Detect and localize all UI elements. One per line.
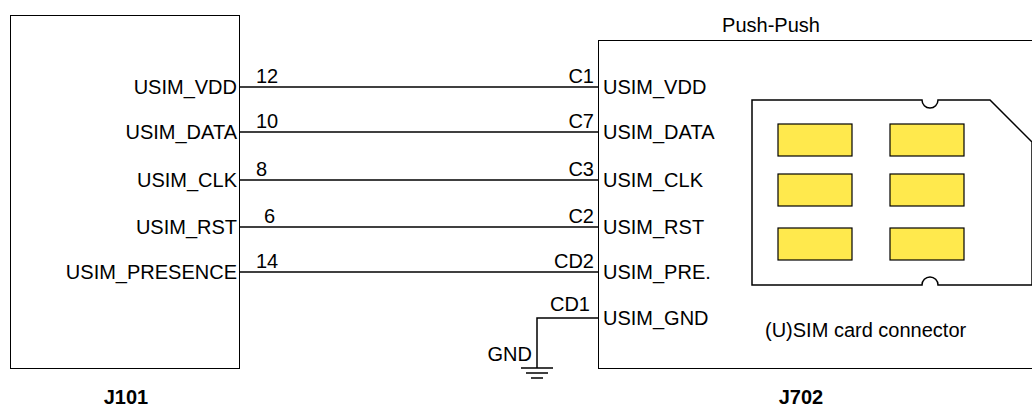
signal-name: USIM_RST [136,215,237,239]
pin-number: C2 [568,204,594,228]
pin-number: 12 [256,64,278,88]
signal-name: USIM_VDD [603,75,706,99]
pin-number: C3 [568,157,594,181]
sim-contact-pads [778,124,964,260]
pin-number: C7 [568,109,594,133]
signal-name: USIM_RST [603,215,704,239]
part-name: Push-Push [722,13,820,37]
signal-name: USIM_PRE. [603,260,711,284]
part-name: J101 [104,385,149,409]
part-name: J702 [779,385,824,409]
sim-card-outline [752,100,1032,285]
pin-number: 8 [256,157,267,181]
pin-number: C1 [568,64,594,88]
module-connector-box: J101 [10,15,240,369]
signal-name: USIM_CLK [603,168,703,192]
signal-name: USIM_GND [603,306,709,330]
pin-number: 10 [256,109,278,133]
net-name: GND [488,342,532,366]
signal-name: USIM_DATA [603,120,715,144]
pin-number: CD2 [554,249,594,273]
ground-symbol [521,318,598,378]
pin-number: 14 [256,249,278,273]
pin-number: CD1 [550,292,590,316]
signal-wire [240,179,598,181]
signal-wire [240,86,598,88]
signal-name: USIM_PRESENCE [66,260,237,284]
signal-name: USIM_CLK [137,168,237,192]
signal-name: USIM_VDD [134,75,237,99]
pin-number: 6 [264,204,275,228]
signal-wire [240,131,598,133]
signal-wire [240,226,598,228]
signal-wire [240,271,598,273]
signal-name: USIM_DATA [126,120,238,144]
part-name: (U)SIM card connector [765,318,966,342]
